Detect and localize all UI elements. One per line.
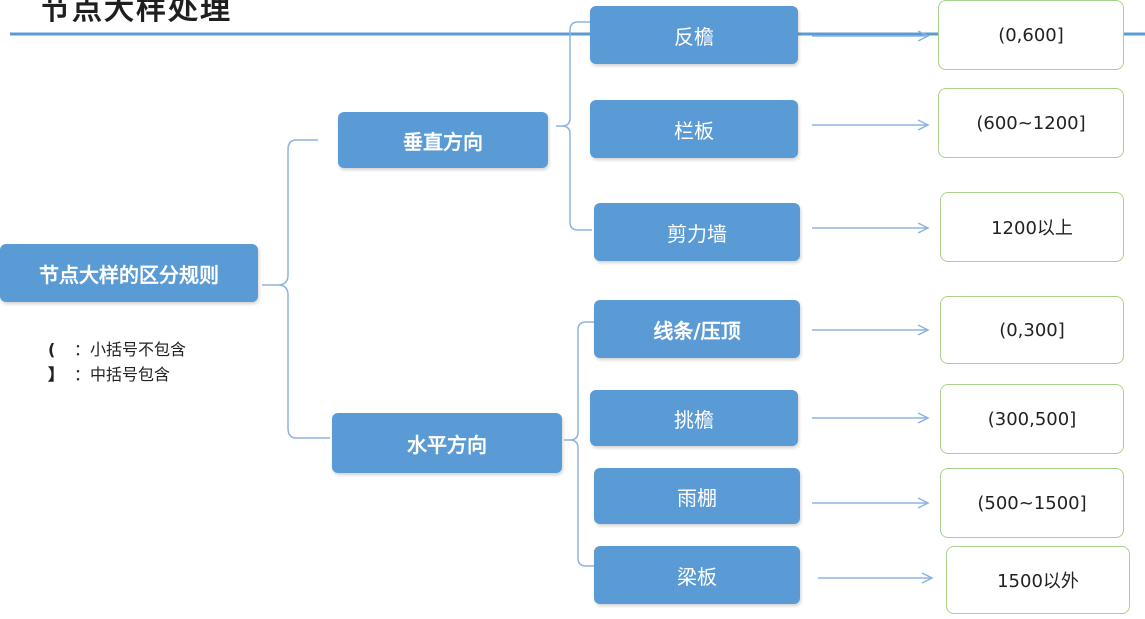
item-node-tiaoyan: 挑檐 bbox=[590, 390, 798, 446]
horizontal-group-brace bbox=[564, 321, 594, 567]
arrow bbox=[812, 222, 930, 234]
group-node-horizontal: 水平方向 bbox=[332, 413, 562, 473]
page-title: 节点大样处理 bbox=[40, 0, 232, 27]
result-box: (0,300] bbox=[940, 296, 1124, 364]
legend-text: ：中括号包含 bbox=[74, 365, 171, 384]
arrow bbox=[812, 412, 930, 424]
result-box: (600~1200] bbox=[938, 88, 1124, 158]
vertical-group-brace bbox=[556, 21, 592, 231]
item-node-liangban: 梁板 bbox=[594, 546, 800, 604]
result-box: 1200以上 bbox=[940, 192, 1124, 262]
result-box: (300,500] bbox=[940, 384, 1124, 454]
item-node-fanyan: 反檐 bbox=[590, 6, 798, 64]
arrow bbox=[812, 497, 930, 509]
result-box: (500~1500] bbox=[940, 468, 1124, 538]
arrows bbox=[812, 30, 934, 584]
legend: ( ：小括号不包含 】 ：中括号包含 bbox=[48, 337, 186, 387]
result-box: (0,600] bbox=[938, 0, 1124, 70]
item-node-xiantiao: 线条/压顶 bbox=[594, 300, 800, 358]
legend-symbol: 】 bbox=[48, 365, 65, 384]
root-node: 节点大样的区分规则 bbox=[0, 244, 258, 302]
legend-text: ：小括号不包含 bbox=[74, 340, 187, 359]
legend-row-paren: ( ：小括号不包含 bbox=[48, 337, 186, 362]
arrow bbox=[818, 572, 934, 584]
arrow bbox=[812, 324, 930, 336]
item-node-yupeng: 雨棚 bbox=[594, 468, 800, 524]
legend-symbol: ( bbox=[48, 340, 56, 359]
item-node-jianliqiang: 剪力墙 bbox=[594, 203, 800, 261]
arrow bbox=[812, 30, 930, 42]
root-brace bbox=[262, 139, 330, 439]
group-node-vertical: 垂直方向 bbox=[338, 112, 548, 168]
legend-row-bracket: 】 ：中括号包含 bbox=[48, 362, 186, 387]
result-box: 1500以外 bbox=[946, 546, 1130, 614]
item-node-lanban: 栏板 bbox=[590, 100, 798, 158]
arrow bbox=[812, 119, 930, 131]
